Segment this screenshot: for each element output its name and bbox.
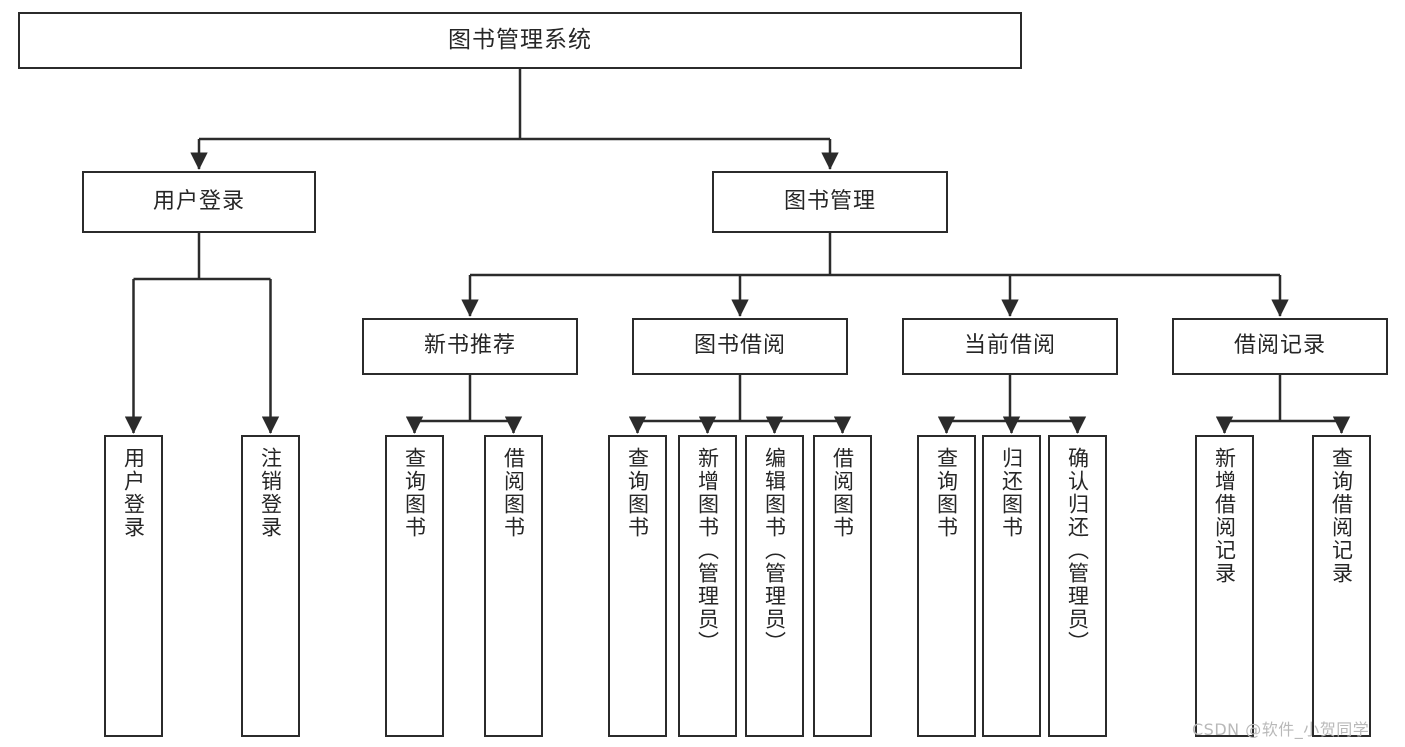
node-label: 借阅记录 xyxy=(1233,333,1326,359)
node-borrow-record[interactable]: 借阅记录 xyxy=(1172,318,1388,375)
node-label: 编辑图书（管理员） xyxy=(762,447,787,654)
node-label: 归还图书 xyxy=(999,447,1024,539)
node-label: 查询借阅记录 xyxy=(1329,447,1354,585)
node-user-login[interactable]: 用户登录 xyxy=(82,171,316,233)
node-label: 确认归还（管理员） xyxy=(1065,447,1090,654)
node-label: 借阅图书 xyxy=(830,447,855,539)
node-leaf-user-login[interactable]: 用户登录 xyxy=(104,435,163,737)
node-label: 图书管理 xyxy=(783,188,876,214)
node-label: 注销登录 xyxy=(258,447,283,539)
node-book-borrow[interactable]: 图书借阅 xyxy=(632,318,848,375)
node-leaf-query-book-2[interactable]: 查询图书 xyxy=(608,435,667,737)
node-leaf-confirm-return[interactable]: 确认归还（管理员） xyxy=(1048,435,1107,737)
node-label: 借阅图书 xyxy=(501,447,526,539)
node-label: 新增借阅记录 xyxy=(1212,447,1237,585)
node-label: 用户登录 xyxy=(121,447,146,539)
node-leaf-query-book-3[interactable]: 查询图书 xyxy=(917,435,976,737)
node-label: 当前借阅 xyxy=(963,333,1056,359)
node-leaf-query-book-1[interactable]: 查询图书 xyxy=(385,435,444,737)
node-label: 用户登录 xyxy=(152,188,245,214)
node-leaf-add-record[interactable]: 新增借阅记录 xyxy=(1195,435,1254,737)
node-leaf-query-record[interactable]: 查询借阅记录 xyxy=(1312,435,1371,737)
node-label: 查询图书 xyxy=(402,447,427,539)
node-root[interactable]: 图书管理系统 xyxy=(18,12,1022,69)
node-label: 查询图书 xyxy=(934,447,959,539)
watermark: CSDN @软件_小贺同学 xyxy=(1192,720,1370,739)
node-leaf-borrow-book-2[interactable]: 借阅图书 xyxy=(813,435,872,737)
node-label: 新书推荐 xyxy=(423,333,516,359)
node-label: 图书管理系统 xyxy=(448,26,592,53)
node-leaf-edit-book[interactable]: 编辑图书（管理员） xyxy=(745,435,804,737)
node-label: 新增图书（管理员） xyxy=(695,447,720,654)
node-leaf-return-book[interactable]: 归还图书 xyxy=(982,435,1041,737)
node-leaf-logout[interactable]: 注销登录 xyxy=(241,435,300,737)
node-label: 查询图书 xyxy=(625,447,650,539)
node-label: 图书借阅 xyxy=(693,333,786,359)
node-book-manage[interactable]: 图书管理 xyxy=(712,171,948,233)
node-leaf-borrow-book-1[interactable]: 借阅图书 xyxy=(484,435,543,737)
node-current-borrow[interactable]: 当前借阅 xyxy=(902,318,1118,375)
node-new-book-recommend[interactable]: 新书推荐 xyxy=(362,318,578,375)
node-leaf-add-book[interactable]: 新增图书（管理员） xyxy=(678,435,737,737)
